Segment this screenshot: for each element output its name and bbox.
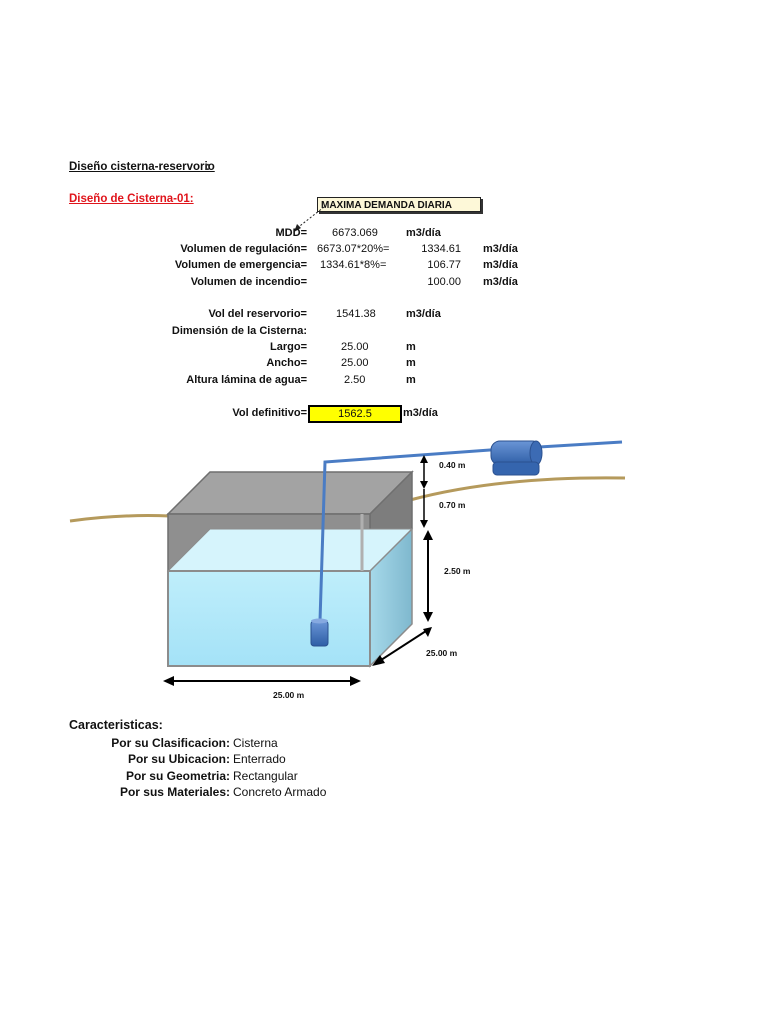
- char-value-materiales: Concreto Armado: [233, 785, 327, 799]
- page-title: Diseño cisterna-reservorio: [69, 161, 215, 173]
- ancho-unit: m: [406, 357, 416, 369]
- regulacion-label: Volumen de regulación=: [180, 243, 307, 255]
- section-title: Diseño de Cisterna-01:: [69, 193, 194, 205]
- largo-unit: m: [406, 341, 416, 353]
- emergencia-value: 106.77: [427, 259, 461, 271]
- regulacion-formula: 6673.07*20%=: [317, 243, 390, 255]
- page-title-text: Diseño cisterna-reservorio: [69, 161, 215, 173]
- dim-label-mid: 0.70 m: [439, 500, 466, 510]
- ground-left: [69, 514, 171, 523]
- dim-label-depth: 25.00 m: [426, 648, 458, 658]
- cistern-diagram: [69, 440, 626, 686]
- caracteristicas-title: Caracteristicas:: [69, 718, 163, 732]
- reservorio-unit: m3/día: [406, 308, 441, 320]
- emergencia-label: Volumen de emergencia=: [174, 259, 307, 271]
- callout-arrow-icon: [294, 206, 325, 232]
- ancho-label: Ancho=: [266, 357, 307, 369]
- emergencia-unit: m3/día: [483, 259, 518, 271]
- incendio-unit: m3/día: [483, 276, 518, 288]
- ancho-value: 25.00: [341, 357, 369, 369]
- water-front: [167, 570, 371, 667]
- regulacion-unit: m3/día: [483, 243, 518, 255]
- altura-label: Altura lámina de agua=: [186, 374, 307, 386]
- char-label-materiales: Por sus Materiales:: [119, 785, 230, 799]
- definitivo-label: Vol definitivo=: [232, 407, 307, 419]
- mdd-unit: m3/día: [406, 227, 441, 239]
- emergencia-formula: 1334.61*8%=: [320, 259, 387, 271]
- incendio-label: Volumen de incendio=: [190, 276, 307, 288]
- regulacion-value: 1334.61: [421, 243, 461, 255]
- definitivo-value-highlight: 1562.5: [308, 405, 402, 423]
- mdd-label: MDD=: [275, 227, 307, 239]
- dim-label-top: 0.40 m: [439, 460, 466, 470]
- char-value-geometria: Rectangular: [233, 769, 298, 783]
- altura-value: 2.50: [344, 374, 366, 386]
- char-value-ubicacion: Enterrado: [233, 752, 286, 766]
- dim-label-width: 25.00 m: [273, 690, 305, 700]
- definitivo-unit: m3/día: [403, 407, 438, 419]
- callout-max-demand: MAXIMA DEMANDA DIARIA: [317, 197, 481, 212]
- reservorio-value: 1541.38: [336, 308, 376, 320]
- foot-valve: [310, 620, 329, 647]
- char-label-geometria: Por su Geometria:: [125, 769, 230, 783]
- pump-icon: [490, 440, 543, 476]
- largo-label: Largo=: [270, 341, 307, 353]
- char-value-clasificacion: Cisterna: [233, 736, 278, 750]
- dim-label-water: 2.50 m: [444, 566, 471, 576]
- char-label-ubicacion: Por su Ubicacion:: [127, 752, 230, 766]
- mdd-value: 6673.069: [332, 227, 378, 239]
- char-label-clasificacion: Por su Clasificacion:: [111, 736, 230, 750]
- reservorio-label: Vol del reservorio=: [208, 308, 307, 320]
- suction-pipe: [318, 440, 623, 622]
- ground-right: [409, 476, 626, 502]
- largo-value: 25.00: [341, 341, 369, 353]
- dimension-title: Dimensión de la Cisterna:: [171, 325, 307, 337]
- page-title-colon: :: [206, 161, 210, 173]
- incendio-value: 100.00: [427, 276, 461, 288]
- altura-unit: m: [406, 374, 416, 386]
